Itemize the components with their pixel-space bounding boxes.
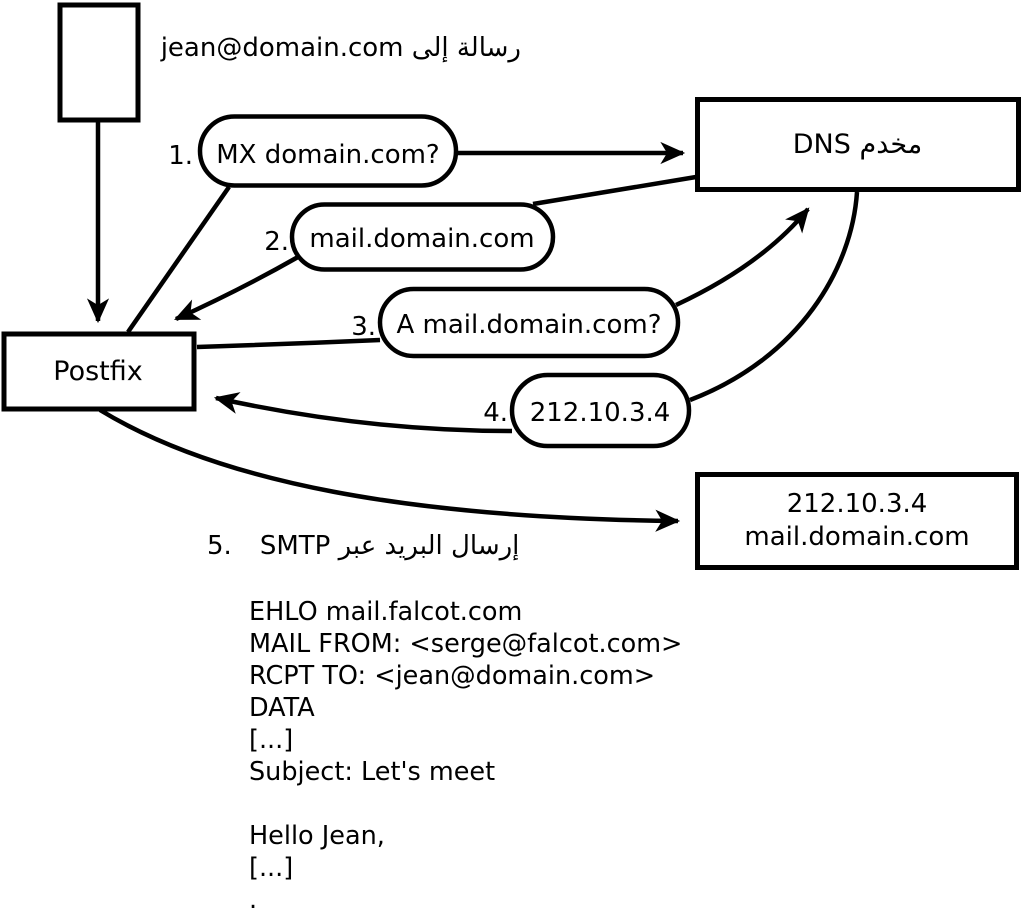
step3-label: A mail.domain.com? bbox=[397, 310, 662, 340]
smtp-line: EHLO mail.falcot.com bbox=[249, 597, 523, 627]
arrow-step3-query-to-dns bbox=[675, 207, 810, 308]
smtp-line: MAIL FROM: <serge@falcot.com> bbox=[249, 629, 683, 659]
mail-server-ip: 212.10.3.4 bbox=[787, 489, 928, 519]
arrow-step3-query-from-postfix bbox=[196, 337, 381, 350]
message-caption: رسالة إلى jean@domain.com bbox=[160, 33, 521, 63]
envelope-icon bbox=[57, 2, 141, 123]
step1-pill bbox=[197, 114, 459, 188]
smtp-line: RCPT TO: <jean@domain.com> bbox=[249, 661, 656, 691]
smtp-line bbox=[249, 788, 682, 820]
smtp-line: Subject: Let's meet bbox=[249, 757, 496, 787]
smtp-line: [...] bbox=[249, 853, 294, 883]
postfix-box bbox=[1, 331, 197, 412]
arrow-step5-smtp-delivery bbox=[98, 408, 681, 532]
smtp-session-block: EHLO mail.falcot.com MAIL FROM: <serge@f… bbox=[249, 596, 682, 916]
step2-number: 2. bbox=[264, 227, 289, 257]
arrow-step2-response-to-postfix bbox=[174, 255, 300, 322]
step3-number: 3. bbox=[351, 312, 376, 342]
step5-label: 5. إرسال البريد عبر SMTP bbox=[207, 531, 519, 561]
step3-pill bbox=[377, 286, 681, 359]
step2-pill bbox=[289, 202, 556, 272]
arrow-step4-response-to-postfix bbox=[213, 392, 513, 434]
step4-pill bbox=[509, 372, 692, 449]
smtp-line: . bbox=[249, 885, 258, 915]
step5-text: إرسال البريد عبر SMTP bbox=[259, 531, 520, 561]
smtp-line: [...] bbox=[249, 725, 294, 755]
dns-server-label: مخدم DNS bbox=[792, 129, 923, 160]
postfix-label: Postfix bbox=[53, 356, 142, 387]
step4-number: 4. bbox=[483, 398, 508, 428]
step1-number: 1. bbox=[168, 141, 193, 171]
smtp-line: DATA bbox=[249, 693, 315, 723]
step1-label: MX domain.com? bbox=[216, 140, 439, 170]
smtp-line: Hello Jean, bbox=[249, 821, 385, 851]
arrow-step2-response-from-dns bbox=[532, 174, 697, 207]
step4-label: 212.10.3.4 bbox=[530, 398, 671, 428]
step2-label: mail.domain.com bbox=[309, 224, 534, 254]
step5-number: 5. bbox=[207, 531, 232, 561]
mail-server-box bbox=[695, 472, 1019, 570]
mail-server-hostname: mail.domain.com bbox=[744, 522, 969, 552]
arrow-step1-query-from-postfix bbox=[126, 185, 231, 334]
arrow-step4-response-from-dns bbox=[689, 191, 860, 403]
dns-server-box bbox=[695, 97, 1021, 192]
